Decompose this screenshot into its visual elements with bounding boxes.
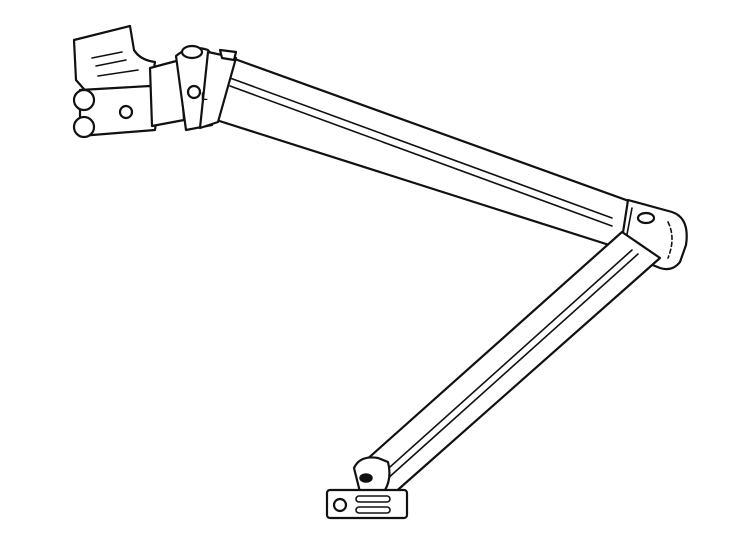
lower-arm-tube [353, 230, 662, 497]
side-label: L [201, 91, 208, 103]
shoulder-joint: L [72, 24, 238, 139]
bottom-mount-bracket [325, 456, 409, 520]
upper-arm-tube [208, 56, 642, 252]
